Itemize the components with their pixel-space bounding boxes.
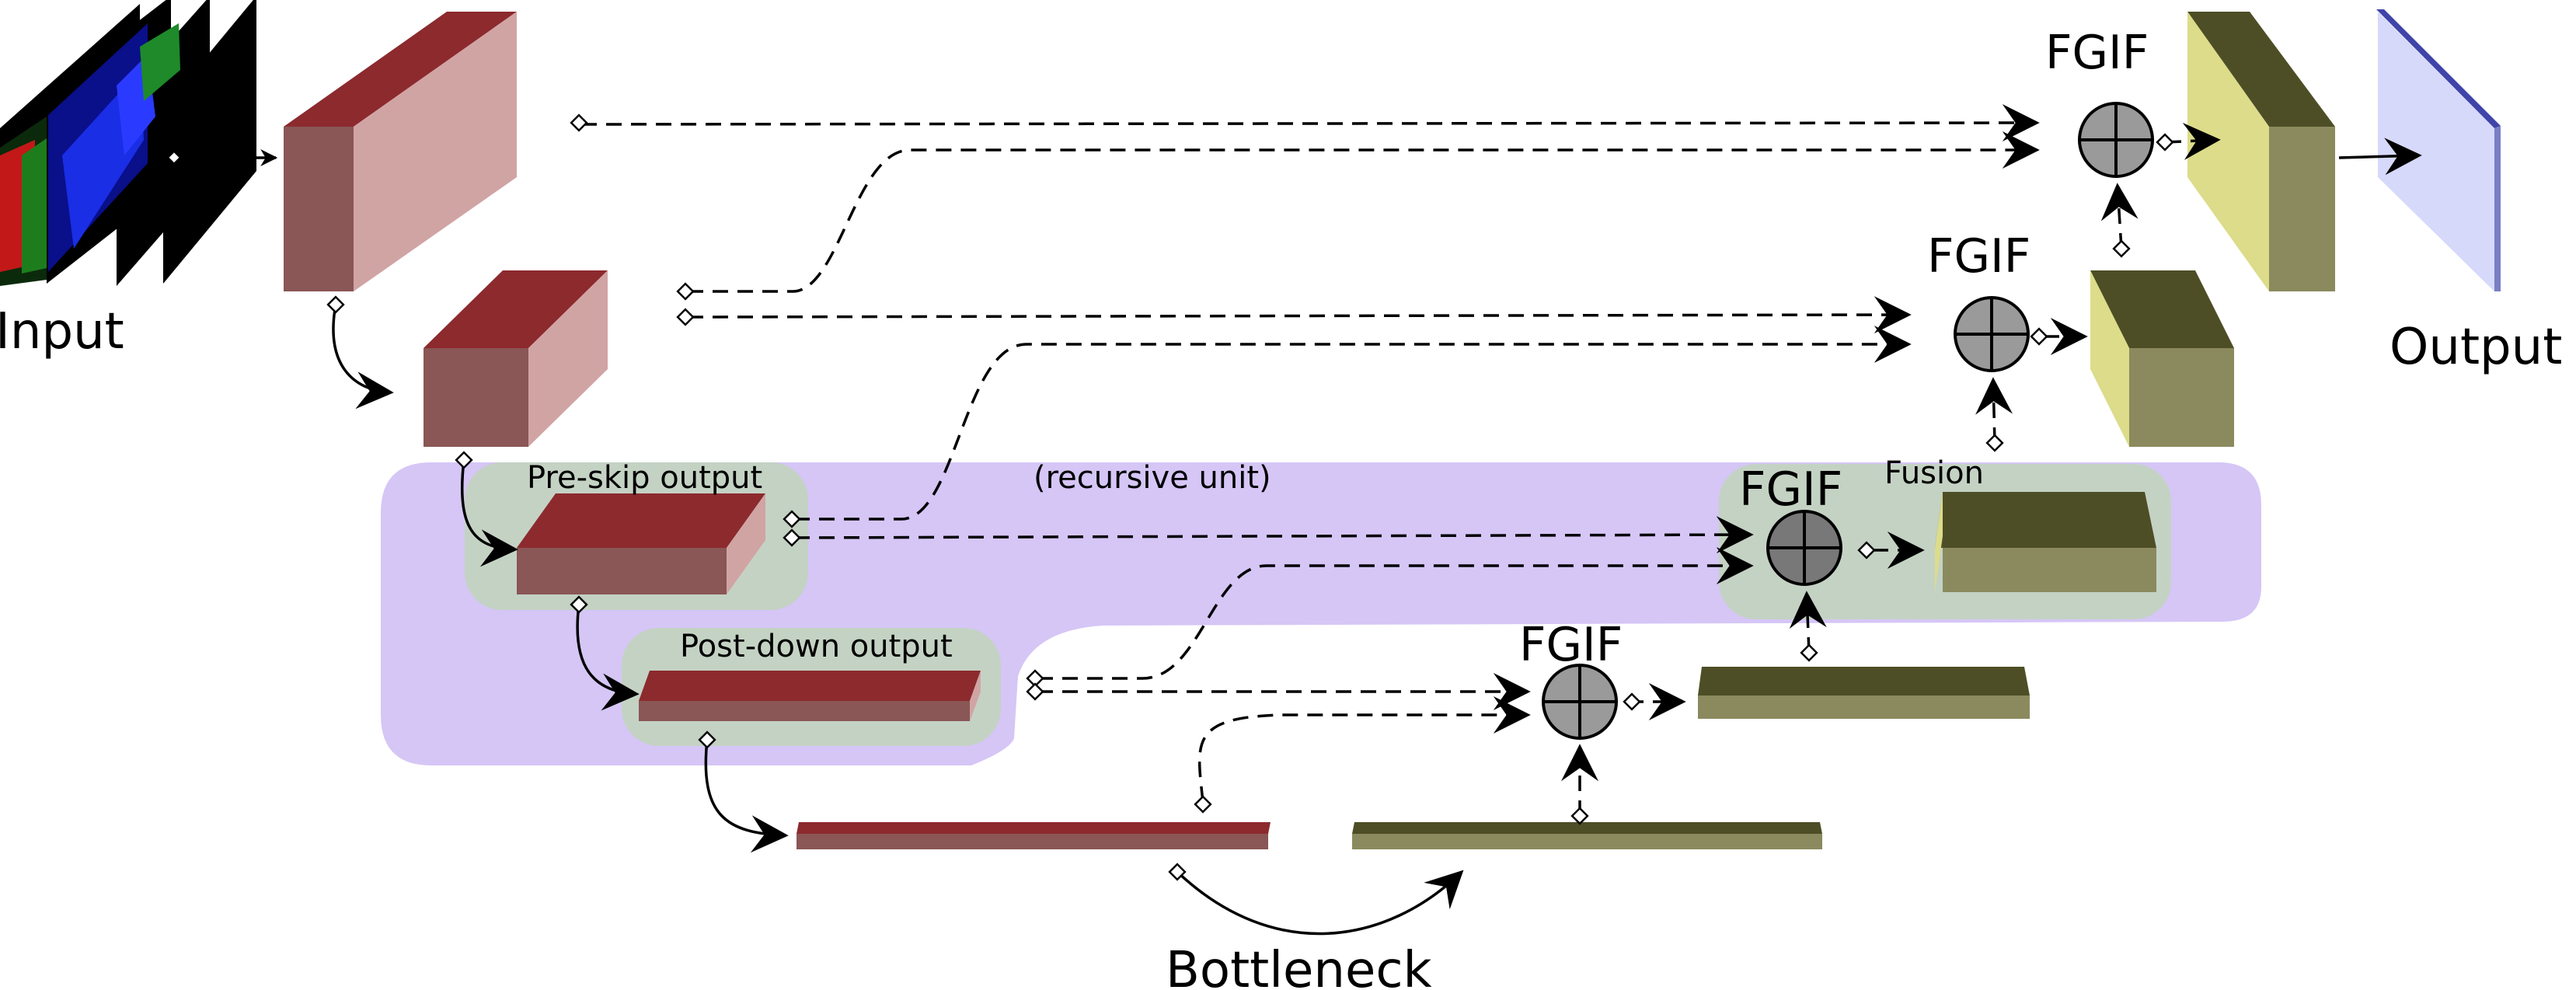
output-plane [2376, 9, 2501, 291]
encoder-block-1 [284, 12, 517, 291]
decoder-block-4 [1698, 667, 2030, 719]
input-label: Input [0, 303, 124, 361]
fgif-label-4: FGIF [1519, 618, 1623, 672]
encoder-block-3 [517, 493, 765, 594]
output-label: Output [2390, 319, 2562, 376]
connector-diamonds [326, 113, 2174, 881]
pre-skip-label: Pre-skip output [527, 460, 762, 496]
fgif-label-2: FGIF [1927, 229, 2030, 284]
fgif-label-1: FGIF [2045, 26, 2149, 80]
fusion-label: Fusion [1884, 455, 1984, 491]
skip-connections [580, 104, 2221, 816]
fgif-node-2 [1954, 296, 2030, 372]
decoder-block-2 [2090, 270, 2234, 447]
decoder-block-1 [2187, 12, 2335, 291]
bottleneck-encoder-bar [797, 822, 1271, 849]
decoder-block-3 [1935, 492, 2156, 592]
recursive-unit-label: (recursive unit) [1034, 460, 1271, 496]
fgif-node-3 [1766, 510, 1842, 586]
encoder-block-4 [639, 671, 981, 721]
output-arrow [2338, 138, 2422, 176]
downsampling-connections [332, 304, 1464, 936]
encoder-block-2 [424, 270, 608, 447]
post-down-label: Post-down output [680, 629, 953, 664]
input-image-stack [0, 0, 256, 286]
bottleneck-label: Bottleneck [1166, 942, 1432, 990]
fgif-label-3: FGIF [1739, 462, 1842, 517]
fgif-node-1 [2078, 102, 2154, 178]
fgif-node-4 [1542, 664, 1618, 740]
bottleneck-decoder-bar [1352, 822, 1822, 849]
